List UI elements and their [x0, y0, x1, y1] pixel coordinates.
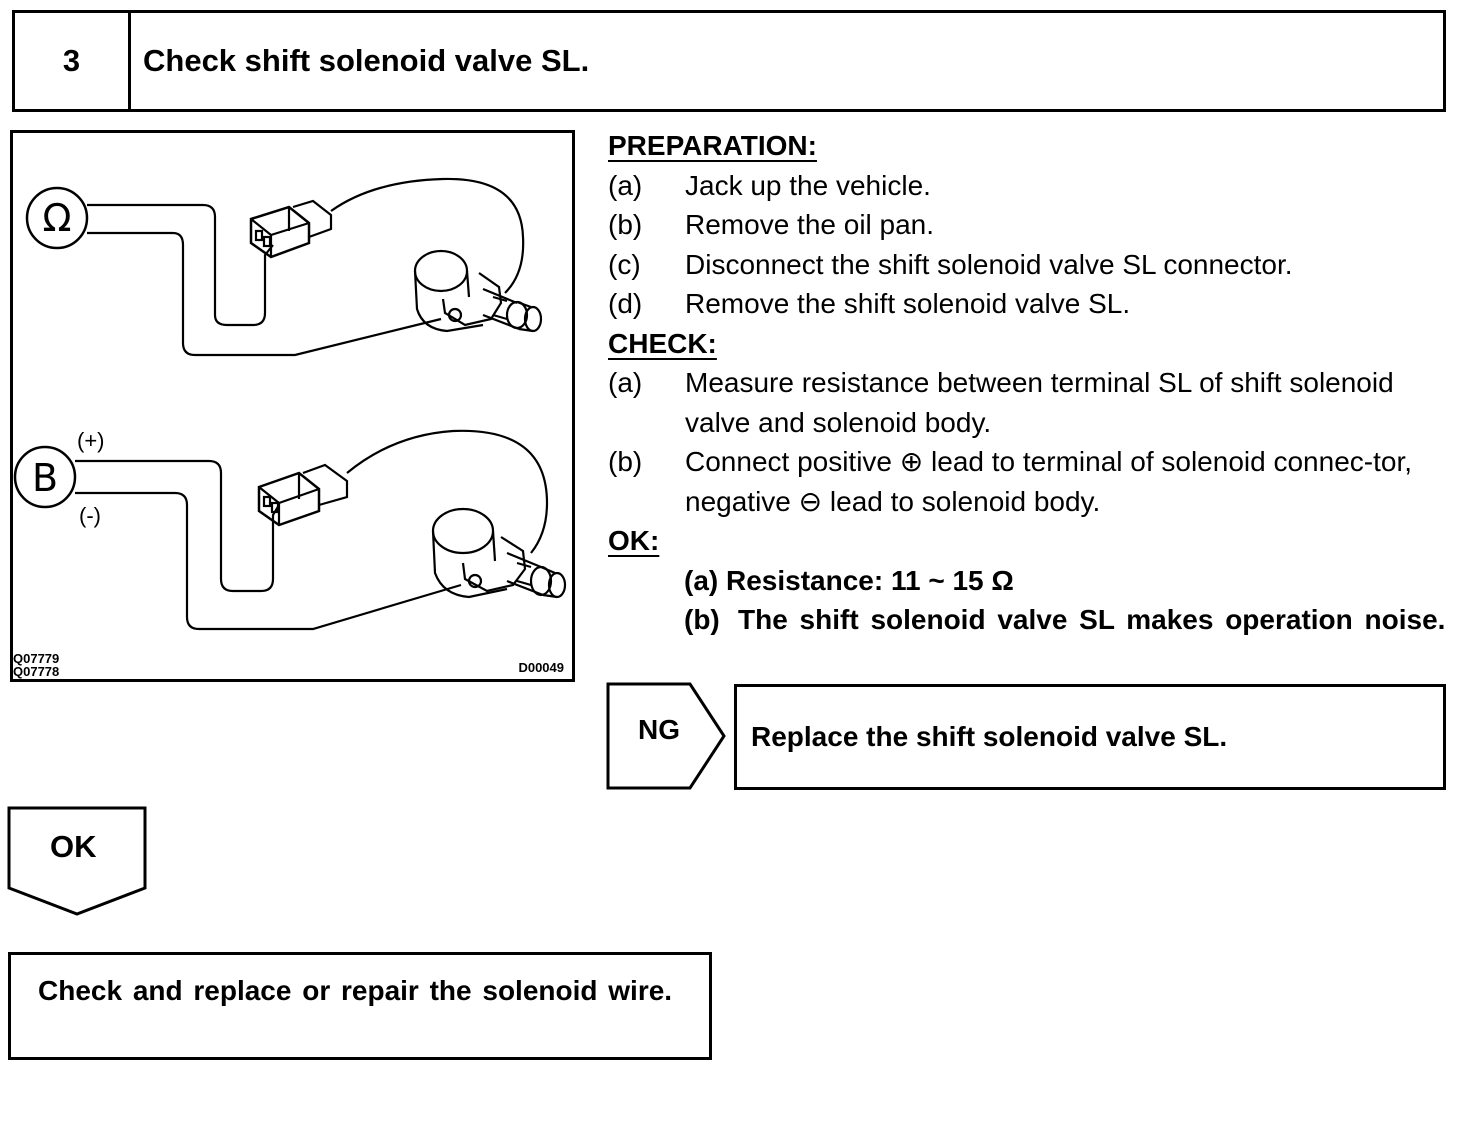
- list-item: (c)Disconnect the shift solenoid valve S…: [608, 248, 1293, 280]
- ng-label: NG: [638, 714, 680, 745]
- check-heading: CHECK:: [608, 327, 717, 359]
- ok-arrow-icon: [7, 806, 147, 916]
- ok-values: (a) Resistance: 11 ~ 15 Ω (b)The shift s…: [684, 561, 1450, 640]
- ng-action-box: Replace the shift solenoid valve SL.: [734, 684, 1446, 790]
- preparation-heading: PREPARATION:: [608, 130, 817, 161]
- battery-icon: B: [13, 445, 77, 509]
- ok-action-box: Check and replace or repair the solenoid…: [8, 952, 712, 1060]
- solenoid-valve-icon: [431, 507, 567, 599]
- solenoid-test-diagram: Ω: [13, 177, 567, 631]
- list-item: (a)Jack up the vehicle.: [608, 169, 931, 201]
- positive-symbol-icon: ⊕: [899, 446, 924, 477]
- ok-noise: (b)The shift solenoid valve SL makes ope…: [684, 604, 1446, 635]
- figure-code-right: D00049: [518, 660, 564, 675]
- connector-icon: [257, 463, 349, 527]
- step-title: Check shift solenoid valve SL.: [143, 43, 590, 78]
- svg-text:B: B: [32, 456, 58, 500]
- negative-label: (-): [79, 503, 101, 528]
- figure-code-bottom: Q07778: [13, 664, 60, 679]
- ng-arrow-icon: [606, 682, 726, 790]
- ok-heading: OK:: [608, 525, 660, 556]
- negative-symbol-icon: ⊖: [798, 485, 823, 517]
- list-item: (b)Remove the oil pan.: [608, 209, 935, 240]
- figure-code-top: Q07779: [13, 651, 60, 666]
- svg-text:Ω: Ω: [42, 196, 71, 240]
- instructions: PREPARATION: (a)Jack up the vehicle. (b)…: [608, 126, 1450, 640]
- list-item: (b) Connect positive ⊕ lead to terminal …: [608, 446, 1412, 517]
- ok-resistance: (a) Resistance: 11 ~ 15 Ω: [684, 564, 1014, 596]
- solenoid-valve-icon: [413, 249, 543, 333]
- wiring-figure: Ω: [10, 130, 575, 682]
- list-item: (d)Remove the shift solenoid valve SL.: [608, 288, 1131, 319]
- step-header: 3 Check shift solenoid valve SL.: [12, 10, 1446, 112]
- connector-icon: [249, 199, 333, 259]
- ok-label: OK: [50, 829, 97, 864]
- list-item: (a)Measure resistance between terminal S…: [608, 367, 1394, 438]
- step-number: 3: [15, 13, 131, 109]
- ohmmeter-icon: Ω: [25, 186, 89, 250]
- positive-label: (+): [77, 428, 105, 453]
